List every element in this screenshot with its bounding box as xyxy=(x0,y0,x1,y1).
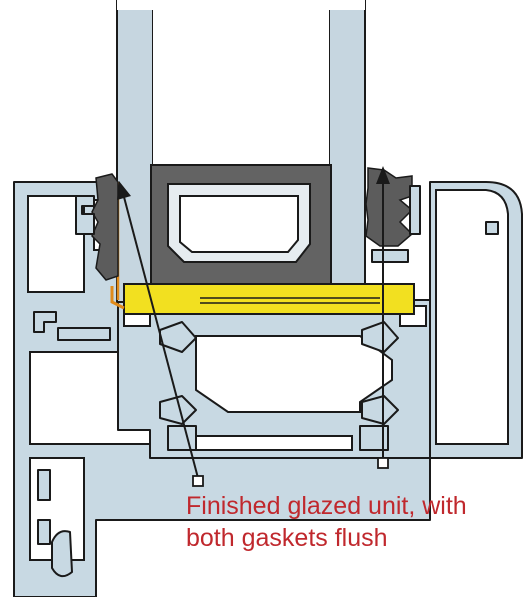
right-pointer-arrow xyxy=(376,166,390,469)
glazing-bead xyxy=(110,182,415,315)
caption-line-1: Finished glazed unit, with xyxy=(186,492,467,520)
left-pointer-arrow xyxy=(117,181,204,487)
outer-glass-pane xyxy=(116,0,154,303)
caption-line-2: both gaskets flush xyxy=(186,524,388,552)
left-gasket xyxy=(75,173,119,281)
inner-glass-pane xyxy=(328,0,366,303)
spacer-bar xyxy=(150,164,332,306)
glass-gap xyxy=(153,0,329,166)
right-gasket xyxy=(365,167,421,263)
caption: Finished glazed unit, with both gaskets … xyxy=(186,490,526,554)
double-glazing xyxy=(116,0,366,303)
